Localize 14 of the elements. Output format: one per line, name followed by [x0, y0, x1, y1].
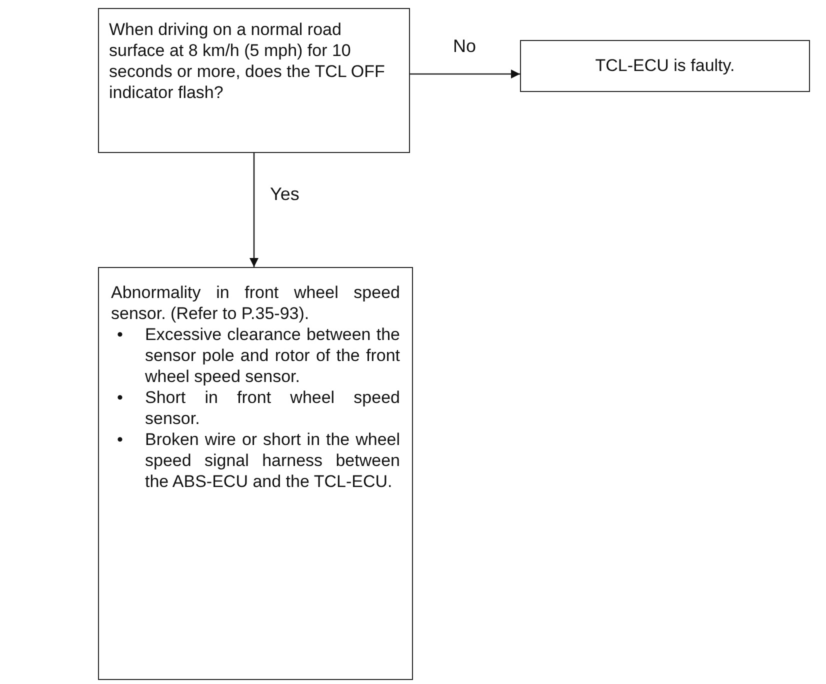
bullet-marker: •	[116, 387, 124, 409]
bullet-marker: •	[116, 429, 124, 451]
arrow	[250, 153, 258, 267]
arrow	[410, 70, 520, 78]
cause-item: Short in front wheel speed sensor.	[145, 387, 400, 429]
bullet-marker: •	[116, 324, 124, 346]
question-text: When driving on a normal road surface at 8 km/h (5 mph) for 10 seconds or more, does the TCL OFF indicator flash?	[109, 19, 386, 103]
result-box	[98, 267, 413, 680]
cause-item: Excessive clearance between the sensor pole and rotor of the front wheel speed sensor.	[145, 324, 400, 387]
cause-item: Broken wire or short in the wheel speed signal harness between the ABS-ECU and the TCL-ECU.	[145, 429, 400, 492]
result-box	[520, 40, 810, 92]
decision-box	[98, 8, 410, 153]
finding-text: TCL-ECU is faulty.	[594, 55, 736, 76]
finding-text: Abnormality in front wheel speed sensor. (Refer to P.35-93).	[111, 282, 400, 324]
